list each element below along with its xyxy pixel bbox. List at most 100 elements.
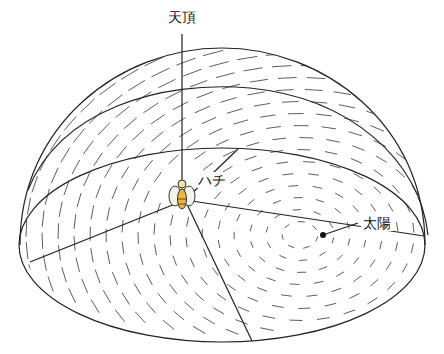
- hatch-stroke: [376, 50, 396, 55]
- hatch-stroke: [237, 250, 241, 257]
- hatch-stroke: [64, 58, 82, 72]
- hatch-stroke: [157, 203, 161, 214]
- hatch-stroke: [125, 199, 129, 211]
- hatch-stroke: [173, 256, 177, 266]
- hatch-stroke: [367, 11, 391, 16]
- hatch-stroke: [290, 283, 300, 285]
- dome-outline: [20, 48, 425, 245]
- hatch-stroke: [288, 245, 294, 248]
- hatch-stroke: [190, 80, 207, 87]
- hatch-stroke: [183, 336, 196, 344]
- hatch-stroke: [112, 272, 117, 285]
- hatch-stroke: [195, 106, 210, 113]
- hatch-stroke: [146, 42, 166, 51]
- hatch-stroke: [120, 337, 132, 348]
- hatch-stroke: [267, 242, 270, 248]
- hatch-stroke: [354, 257, 359, 263]
- hatch-stroke: [313, 30, 335, 32]
- hatch-stroke: [344, 20, 367, 23]
- hatch-stroke: [316, 236, 318, 241]
- hatch-stroke: [74, 214, 76, 229]
- hatch-stroke: [95, 270, 100, 283]
- hatch-stroke: [281, 295, 292, 296]
- hatch-stroke: [416, 150, 426, 159]
- hatch-stroke: [241, 348, 256, 352]
- hatch-stroke: [195, 152, 206, 160]
- hatch-stroke: [383, 318, 395, 325]
- hatch-stroke: [160, 265, 165, 276]
- hatch-stroke: [335, 80, 353, 83]
- hatch-stroke: [419, 326, 431, 335]
- hatch-stroke: [402, 264, 407, 273]
- hatch-stroke: [217, 294, 226, 301]
- hatch-stroke: [173, 102, 188, 110]
- hatch-stroke: [107, 207, 110, 220]
- hatch-stroke: [374, 187, 381, 194]
- hatch-stroke: [70, 347, 83, 354]
- hatch-stroke: [325, 152, 337, 155]
- hatch-stroke: [362, 0, 387, 2]
- hatch-stroke: [72, 69, 89, 82]
- hatch-stroke: [317, 318, 330, 320]
- hatch-stroke: [397, 222, 398, 231]
- hatch-stroke: [158, 293, 166, 303]
- hatch-stroke: [277, 162, 289, 164]
- zenith-line: [181, 34, 182, 184]
- hatch-stroke: [348, 239, 350, 246]
- hatch-stroke: [67, 318, 77, 332]
- hatch-stroke: [437, 329, 444, 339]
- hatch-stroke: [415, 344, 429, 352]
- hatch-stroke: [359, 330, 372, 335]
- hatch-stroke: [26, 242, 28, 259]
- hatch-stroke: [283, 29, 305, 30]
- hatch-stroke: [169, 155, 179, 164]
- hatch-stroke: [202, 117, 216, 123]
- hatch-stroke: [103, 290, 110, 303]
- hatch-stroke: [365, 314, 377, 320]
- hatch-stroke: [429, 224, 431, 234]
- hatch-stroke: [335, 193, 343, 198]
- hatch-stroke: [138, 232, 139, 244]
- hatch-stroke: [210, 62, 229, 67]
- hatch-stroke: [154, 172, 162, 182]
- hatch-stroke: [294, 197, 303, 198]
- hatch-stroke: [74, 129, 85, 143]
- hatch-stroke: [227, 21, 250, 25]
- horizon-ellipse: [19, 148, 425, 342]
- hatch-stroke: [147, 303, 156, 314]
- hatch-stroke: [295, 53, 316, 54]
- hatch-stroke: [435, 346, 444, 354]
- base-line: [30, 200, 185, 262]
- hatch-stroke: [260, 42, 281, 44]
- zenith-label: 天頂: [166, 9, 198, 26]
- hatch-stroke: [27, 198, 30, 215]
- base-line: [185, 200, 424, 236]
- hatch-stroke: [279, 5, 303, 7]
- hatch-stroke: [203, 317, 215, 324]
- hatch-stroke: [13, 109, 25, 126]
- hatch-stroke: [74, 236, 75, 251]
- hatch-stroke: [237, 214, 241, 221]
- hatch-stroke: [248, 199, 255, 205]
- hatch-stroke: [128, 80, 145, 90]
- hatch-stroke: [272, 138, 286, 140]
- hatch-stroke: [443, 246, 444, 257]
- hatch-stroke: [10, 240, 11, 257]
- hatch-stroke: [399, 44, 420, 51]
- hatch-stroke: [42, 233, 44, 249]
- hatch-stroke: [371, 204, 376, 211]
- hatch-stroke: [134, 283, 141, 294]
- hatch-stroke: [363, 85, 381, 90]
- hatch-stroke: [353, 206, 358, 212]
- hatch-stroke: [81, 338, 93, 351]
- hatch-stroke: [56, 328, 67, 343]
- hatch-stroke: [151, 115, 165, 124]
- hatch-stroke: [260, 328, 273, 331]
- hatch-stroke: [26, 220, 28, 237]
- hatch-stroke: [13, 314, 22, 331]
- hatch-stroke: [108, 31, 129, 42]
- hatch-stroke: [293, 209, 301, 211]
- hatch-stroke: [221, 9, 245, 13]
- hatch-stroke: [10, 218, 12, 236]
- hatch-stroke: [334, 92, 351, 95]
